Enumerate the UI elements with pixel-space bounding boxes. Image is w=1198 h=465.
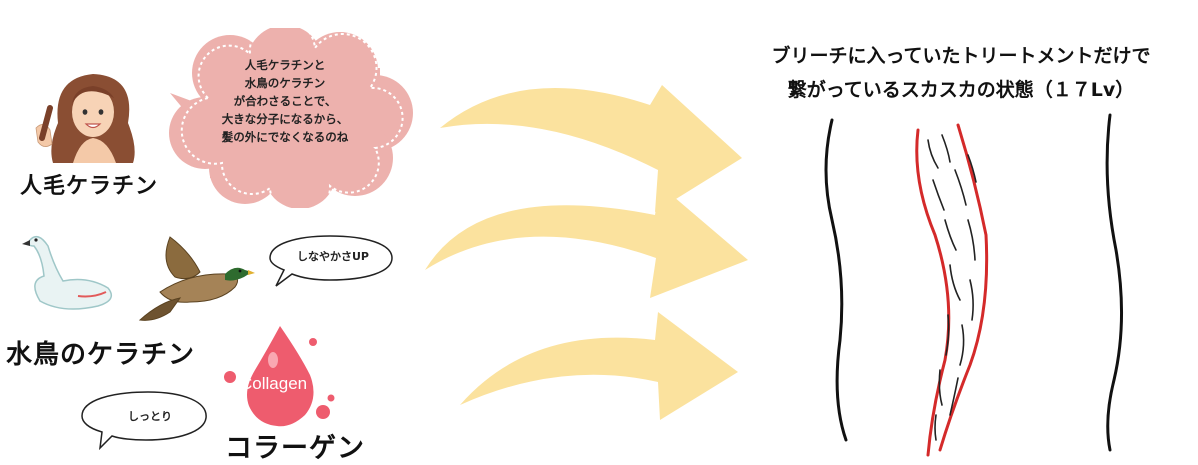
arrow-bottom <box>460 312 738 420</box>
supple-bubble-text: しなやかさUP <box>297 250 369 263</box>
hair-strand-left <box>824 118 848 442</box>
speech-line-5: 髪の外にでなくなるのね <box>221 130 349 144</box>
woman-illustration <box>35 74 135 163</box>
collagen-label: コラーゲン <box>225 433 365 464</box>
cloud-speech-bubble <box>169 28 413 208</box>
duck-illustration <box>138 236 255 321</box>
diagram-title-line-2: 繋がっているスカスカの状態（１７Lv） <box>787 79 1135 101</box>
human-keratin-label: 人毛ケラチン <box>20 174 159 199</box>
collagen-drop-icon <box>224 326 335 427</box>
hair-strand-center-outline-right <box>938 123 989 452</box>
waterbird-keratin-label: 水鳥のケラチン <box>6 340 196 370</box>
hair-strand-right <box>1105 113 1123 452</box>
cloud-speech-text: 人毛ケラチンと 水鳥のケラチン が合わさることで、 大きな分子になるから、 髪の… <box>200 56 370 146</box>
speech-line-4: 大きな分子になるから、 <box>221 112 349 126</box>
moist-speech-bubble <box>81 391 207 451</box>
collagen-drop-text: Collagen <box>240 374 308 393</box>
swan-illustration <box>22 235 113 310</box>
hair-strand-center-outline-left <box>915 128 951 457</box>
moist-bubble-text: しっとり <box>128 410 172 423</box>
speech-line-3: が合わさることで、 <box>233 94 337 108</box>
arrow-middle <box>425 185 748 298</box>
arrow-top <box>440 85 742 212</box>
diagram-title-line-1: ブリーチに入っていたトリートメントだけで <box>771 45 1151 67</box>
speech-line-1: 人毛ケラチンと <box>244 58 326 72</box>
speech-line-2: 水鳥のケラチン <box>244 76 326 90</box>
hair-illustration <box>824 113 1123 457</box>
hair-inner-fibers <box>927 134 977 441</box>
supple-speech-bubble <box>269 235 393 287</box>
